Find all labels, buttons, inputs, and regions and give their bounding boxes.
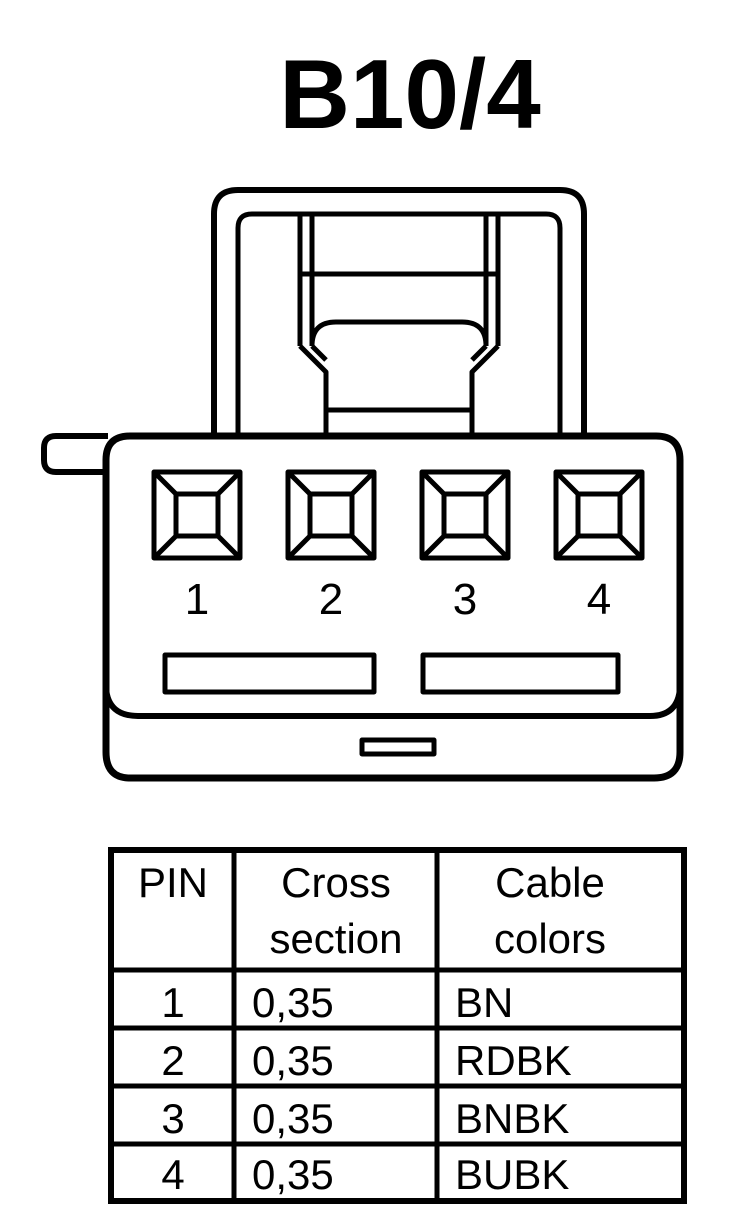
table-cell-color: RDBK xyxy=(455,1037,572,1084)
pin-number-label: 4 xyxy=(587,575,611,624)
connector-drawing xyxy=(41,187,684,782)
connector-title: B10/4 xyxy=(279,39,541,149)
table-cell-cross-section: 0,35 xyxy=(252,1037,334,1084)
table-cell-cross-section: 0,35 xyxy=(252,979,334,1026)
table-cell-color: BNBK xyxy=(455,1095,569,1142)
latch-tongue xyxy=(297,214,501,436)
pin-table: PIN Cross section Cable colors 1 0,35 BN… xyxy=(108,847,687,1204)
pin-number-label: 2 xyxy=(319,575,343,624)
lock-window-left xyxy=(162,652,377,695)
pin-cavity-4 xyxy=(553,469,645,561)
pin-numbers: 1 2 3 4 xyxy=(185,575,611,624)
table-cell-pin: 4 xyxy=(161,1151,184,1198)
table-cell-pin: 3 xyxy=(161,1095,184,1142)
table-row: 3 0,35 BNBK xyxy=(161,1095,569,1142)
table-header-cross-section: section xyxy=(269,915,402,962)
lock-window-right xyxy=(420,652,621,695)
connector-body xyxy=(102,432,684,782)
table-cell-color: BUBK xyxy=(455,1151,569,1198)
table-cell-cross-section: 0,35 xyxy=(252,1095,334,1142)
table-cell-cross-section: 0,35 xyxy=(252,1151,334,1198)
table-header-cable-colors: colors xyxy=(494,915,606,962)
table-row: 4 0,35 BUBK xyxy=(161,1151,569,1198)
key-slot xyxy=(359,737,437,757)
table-row: 2 0,35 RDBK xyxy=(161,1037,571,1084)
pin-cavity-1 xyxy=(151,469,243,561)
pin-cavity-2 xyxy=(285,469,377,561)
table-header-cable-colors: Cable xyxy=(495,859,605,906)
latch-housing-outer xyxy=(211,187,587,436)
latch-housing-inner xyxy=(235,211,563,436)
side-tab xyxy=(41,433,108,475)
pin-cavity-3 xyxy=(419,469,511,561)
table-header-pin: PIN xyxy=(138,859,208,906)
body-divider xyxy=(103,687,683,719)
table-cell-pin: 1 xyxy=(161,979,184,1026)
table-row: 1 0,35 BN xyxy=(161,979,513,1026)
pin-number-label: 1 xyxy=(185,575,209,624)
table-cell-color: BN xyxy=(455,979,513,1026)
table-cell-pin: 2 xyxy=(161,1037,184,1084)
table-header-cross-section: Cross xyxy=(281,859,391,906)
pin-number-label: 3 xyxy=(453,575,477,624)
